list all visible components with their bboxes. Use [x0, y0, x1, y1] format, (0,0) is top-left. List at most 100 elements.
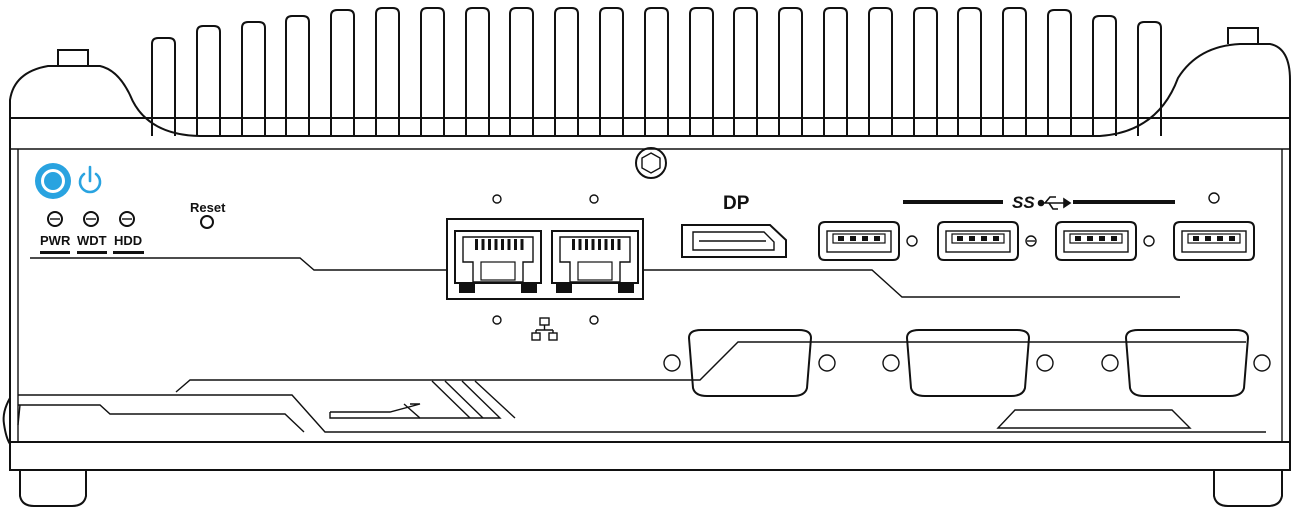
usb-port-4[interactable] — [1173, 221, 1255, 261]
usb-screw-1 — [906, 235, 918, 247]
decor-line-upper — [175, 341, 1246, 393]
wdt-underline — [77, 251, 107, 254]
lan-pin — [481, 239, 485, 250]
usb-pin — [1229, 236, 1235, 241]
usb-port-1[interactable] — [818, 221, 900, 261]
usb-port-3[interactable] — [1055, 221, 1137, 261]
usb-pin — [1111, 236, 1117, 241]
usb-led — [1208, 192, 1220, 204]
usb-label-bar-left — [903, 200, 1003, 204]
usb-pin — [1205, 236, 1211, 241]
pwr-label: PWR — [40, 233, 71, 248]
lan-screw-1 — [492, 315, 502, 325]
lan-port-1[interactable] — [454, 230, 542, 293]
network-icon — [531, 317, 558, 341]
lan-port-2[interactable] — [551, 230, 639, 293]
com-screw-1b — [818, 354, 836, 372]
heatsink-fin — [868, 7, 893, 136]
heatsink-fin — [1092, 15, 1117, 136]
wdt-label: WDT — [77, 233, 107, 248]
lan-led-right — [618, 283, 634, 293]
decor-slant-4 — [474, 380, 516, 419]
heatsink-fin — [1137, 21, 1162, 136]
heatsink-fin — [241, 21, 266, 136]
hdd-underline — [113, 251, 144, 254]
reset-label: Reset — [190, 200, 226, 215]
hdd-label: HDD — [114, 233, 142, 248]
lan-screw-2 — [589, 315, 599, 325]
com-screw-1a — [663, 354, 681, 372]
decor-line-band-1 — [18, 404, 305, 433]
usb-pin — [862, 236, 868, 241]
heatsink-fin — [465, 7, 490, 136]
left-side-bump — [2, 397, 11, 445]
com-port-3[interactable] — [1124, 329, 1250, 397]
left-mount-boss — [57, 49, 89, 66]
usb-pin — [1099, 236, 1105, 241]
com-screw-3b — [1253, 354, 1271, 372]
com-screw-3a — [1101, 354, 1119, 372]
usb-pin — [838, 236, 844, 241]
panel-line-right — [643, 269, 1180, 298]
lan-pin — [617, 239, 621, 250]
usb-pin — [850, 236, 856, 241]
reset-button[interactable] — [200, 215, 214, 229]
pwr-led — [47, 211, 63, 227]
heatsink-fin — [778, 7, 803, 136]
lan-pin — [585, 239, 588, 250]
usb-pin — [1193, 236, 1199, 241]
heatsink-fins — [151, 7, 1162, 136]
decor-parallelogram-1 — [330, 403, 421, 413]
lan-pin — [611, 239, 614, 250]
dp-label: DP — [723, 193, 750, 214]
lan-latch — [577, 261, 613, 281]
decor-line-lower — [18, 394, 1266, 433]
wdt-led — [83, 211, 99, 227]
power-button[interactable] — [35, 163, 71, 199]
lan-pin — [604, 239, 608, 250]
usb-pin — [969, 236, 975, 241]
heatsink-fin — [420, 7, 445, 136]
lan-led-left — [459, 283, 475, 293]
lan-pin — [494, 239, 498, 250]
heatsink-fin — [957, 7, 982, 136]
lan-pin — [475, 239, 478, 250]
usb-pin — [1217, 236, 1223, 241]
usb-ss-label: SS — [1012, 193, 1035, 212]
pwr-underline — [40, 251, 70, 254]
decor-slant-2 — [444, 380, 484, 419]
heatsink-fin — [689, 7, 714, 136]
usb-label-bar-right — [1073, 200, 1175, 204]
heatsink-fin — [196, 25, 221, 136]
left-foot — [19, 470, 87, 507]
heatsink-fin — [1002, 7, 1027, 136]
power-button-cap — [44, 172, 62, 190]
hex-screw — [635, 147, 667, 179]
heatsink-fin — [285, 15, 310, 136]
usb-screw-2 — [1025, 235, 1037, 247]
decor-slant-1 — [431, 380, 471, 419]
com-port-2[interactable] — [905, 329, 1031, 397]
lan-led-2 — [589, 194, 599, 204]
power-icon — [78, 165, 102, 194]
usb-port-2[interactable] — [937, 221, 1019, 261]
lan-pin — [578, 239, 582, 250]
hdd-led — [119, 211, 135, 227]
heatsink-fin — [913, 7, 938, 136]
heatsink-fin — [644, 7, 669, 136]
chassis-top-outline — [9, 43, 1291, 137]
hex-screw-head — [641, 152, 661, 174]
panel-line-left — [30, 257, 447, 271]
right-foot — [1213, 470, 1283, 507]
usb-pin — [1075, 236, 1081, 241]
displayport[interactable] — [681, 224, 787, 258]
lan-led-right — [521, 283, 537, 293]
com-screw-2a — [882, 354, 900, 372]
front-panel — [9, 117, 1291, 471]
com-screw-2b — [1036, 354, 1054, 372]
lan-latch — [480, 261, 516, 281]
lan-pin — [591, 239, 595, 250]
com-port-1[interactable] — [687, 329, 813, 397]
usb-pin — [981, 236, 987, 241]
